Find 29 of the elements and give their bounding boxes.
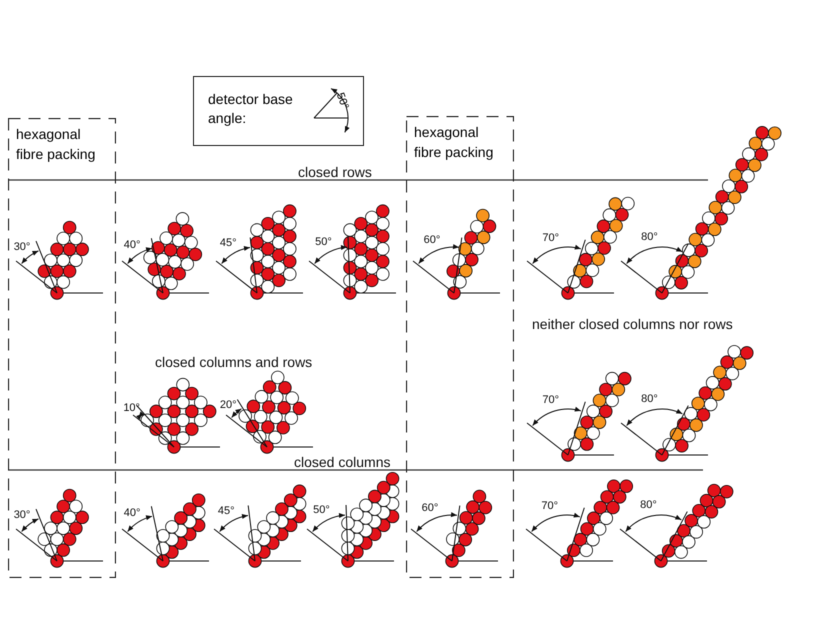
- angle-label: 80°: [641, 393, 658, 406]
- angle-label: 80°: [641, 231, 658, 244]
- section-label: closed columns and rows: [155, 354, 312, 370]
- angle-label: 40°: [124, 506, 140, 519]
- section-label: closed columns: [294, 454, 390, 470]
- frame-heading: hexagonal fibre packing: [16, 125, 96, 164]
- angle-label: 30°: [14, 509, 30, 522]
- angle-label: 50°: [334, 91, 351, 111]
- angle-label: 60°: [424, 234, 440, 246]
- angle-label: 45°: [220, 237, 237, 250]
- angle-label: 60°: [422, 502, 438, 514]
- angle-label: 70°: [542, 394, 559, 406]
- angle-label: 30°: [14, 241, 30, 254]
- legend-box: [193, 76, 364, 146]
- angle-label: 70°: [542, 232, 559, 244]
- section-label: closed rows: [298, 164, 372, 180]
- dashed-frame: [8, 118, 116, 578]
- frame-heading: hexagonal fibre packing: [414, 123, 494, 162]
- angle-label: 40°: [124, 238, 140, 251]
- angle-label: 45°: [218, 505, 235, 518]
- angle-label: 20°: [220, 398, 236, 411]
- angle-label: 50°: [315, 236, 332, 248]
- angle-label: 80°: [640, 499, 657, 512]
- angle-label: 50°: [313, 504, 330, 516]
- angle-label: 10°: [123, 402, 140, 414]
- legend-text: detector base angle:: [208, 90, 294, 128]
- section-label: neither closed columns nor rows: [532, 316, 733, 332]
- dashed-frame: [406, 116, 514, 578]
- angle-label: 70°: [541, 500, 558, 512]
